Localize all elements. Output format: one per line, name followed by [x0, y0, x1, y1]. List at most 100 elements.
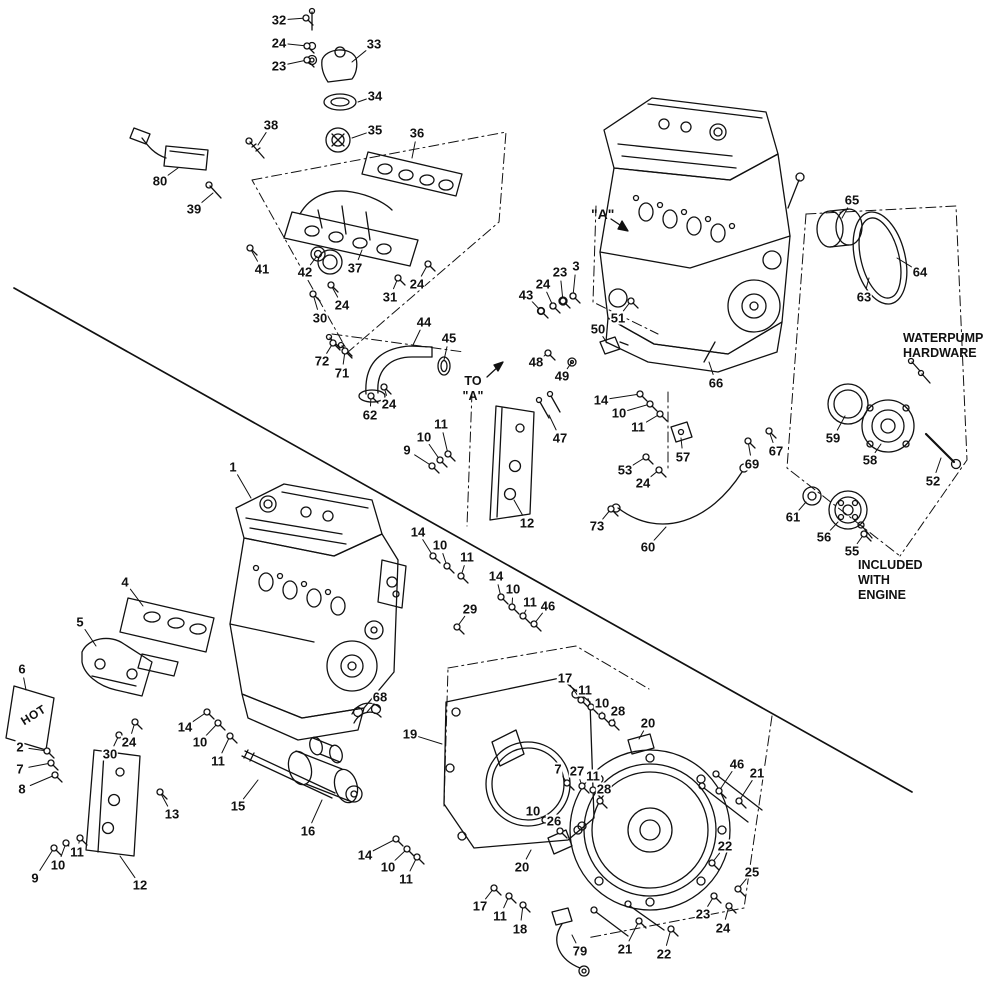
callout-31: 31	[381, 289, 399, 305]
callout-26: 26	[545, 813, 563, 829]
callout-27: 27	[568, 763, 586, 779]
callout-3: 3	[571, 258, 581, 274]
callout-34: 34	[366, 88, 384, 104]
sensor-and-bolts-upper-left	[129, 127, 265, 199]
callout-24: 24	[714, 920, 732, 936]
callout-28: 28	[609, 703, 627, 719]
callout-30: 30	[101, 746, 119, 762]
label-region-a: "A"	[591, 206, 615, 222]
callout-58: 58	[861, 452, 879, 468]
bypass-hose	[351, 702, 382, 724]
callout-25: 25	[743, 864, 761, 880]
callout-18: 18	[511, 921, 529, 937]
callout-63: 63	[855, 289, 873, 305]
fastener-marks	[43, 14, 872, 937]
callout-24: 24	[408, 276, 426, 292]
callout-11: 11	[630, 419, 646, 435]
callout-20: 20	[639, 715, 657, 731]
callout-60: 60	[639, 539, 657, 555]
callout-24: 24	[333, 297, 351, 313]
callout-23: 23	[551, 264, 569, 280]
callout-12: 12	[131, 877, 149, 893]
callout-11: 11	[433, 416, 449, 432]
callout-11: 11	[585, 768, 601, 784]
callout-10: 10	[504, 581, 522, 597]
callout-36: 36	[408, 125, 426, 141]
water-outlet-pipe	[325, 333, 451, 403]
label-included-with-engine: INCLUDED WITH ENGINE	[858, 558, 923, 602]
callout-57: 57	[674, 449, 692, 465]
callout-9: 9	[30, 870, 40, 886]
callout-39: 39	[185, 201, 203, 217]
callout-10: 10	[610, 405, 628, 421]
mount-group-left	[81, 597, 215, 697]
callout-47: 47	[551, 430, 569, 446]
callout-10: 10	[415, 429, 433, 445]
callout-24: 24	[634, 475, 652, 491]
callout-80: 80	[151, 173, 169, 189]
callout-9: 9	[402, 442, 412, 458]
callout-11: 11	[459, 549, 475, 565]
callout-49: 49	[553, 368, 571, 384]
callout-28: 28	[595, 781, 613, 797]
callout-24: 24	[534, 276, 552, 292]
callout-11: 11	[69, 844, 85, 860]
callout-69: 69	[743, 456, 761, 472]
engine-assembly-upper	[599, 97, 805, 373]
callout-44: 44	[415, 314, 433, 330]
callout-16: 16	[299, 823, 317, 839]
callout-71: 71	[333, 365, 351, 381]
callout-14: 14	[592, 392, 610, 408]
callout-43: 43	[517, 287, 535, 303]
callout-55: 55	[843, 543, 861, 559]
callout-41: 41	[253, 261, 271, 277]
callout-68: 68	[371, 689, 389, 705]
callout-73: 73	[588, 518, 606, 534]
callout-38: 38	[262, 117, 280, 133]
callout-56: 56	[815, 529, 833, 545]
callout-61: 61	[784, 509, 802, 525]
callout-19: 19	[401, 726, 419, 742]
callout-22: 22	[655, 946, 673, 962]
callout-14: 14	[487, 568, 505, 584]
callout-11: 11	[522, 594, 538, 610]
callout-66: 66	[707, 375, 725, 391]
callout-62: 62	[361, 407, 379, 423]
callout-33: 33	[365, 36, 383, 52]
callout-24: 24	[120, 734, 138, 750]
callout-10: 10	[379, 859, 397, 875]
callout-11: 11	[492, 908, 508, 924]
callout-32: 32	[270, 12, 288, 28]
callout-1: 1	[228, 459, 238, 475]
label-to-a: TO "A"	[462, 374, 484, 403]
callout-10: 10	[49, 857, 67, 873]
callout-22: 22	[716, 838, 734, 854]
callout-30: 30	[311, 310, 329, 326]
callout-11: 11	[577, 682, 593, 698]
callout-48: 48	[527, 354, 545, 370]
callout-64: 64	[911, 264, 929, 280]
callout-72: 72	[313, 353, 331, 369]
callout-10: 10	[191, 734, 209, 750]
callout-42: 42	[296, 264, 314, 280]
callout-4: 4	[120, 574, 130, 590]
callout-24: 24	[380, 396, 398, 412]
callout-51: 51	[609, 310, 627, 326]
callout-23: 23	[270, 58, 288, 74]
callout-14: 14	[176, 719, 194, 735]
callout-21: 21	[748, 765, 766, 781]
callout-7: 7	[553, 761, 563, 777]
label-waterpump-hardware: WATERPUMP HARDWARE	[903, 331, 984, 360]
callout-7: 7	[15, 761, 25, 777]
callout-11: 11	[210, 753, 226, 769]
callout-5: 5	[75, 614, 85, 630]
callout-10: 10	[431, 537, 449, 553]
callout-53: 53	[616, 462, 634, 478]
callout-20: 20	[513, 859, 531, 875]
exhaust-manifold-group	[283, 151, 463, 275]
callout-17: 17	[556, 670, 574, 686]
engine-assembly-lower	[229, 483, 407, 741]
callout-21: 21	[616, 941, 634, 957]
